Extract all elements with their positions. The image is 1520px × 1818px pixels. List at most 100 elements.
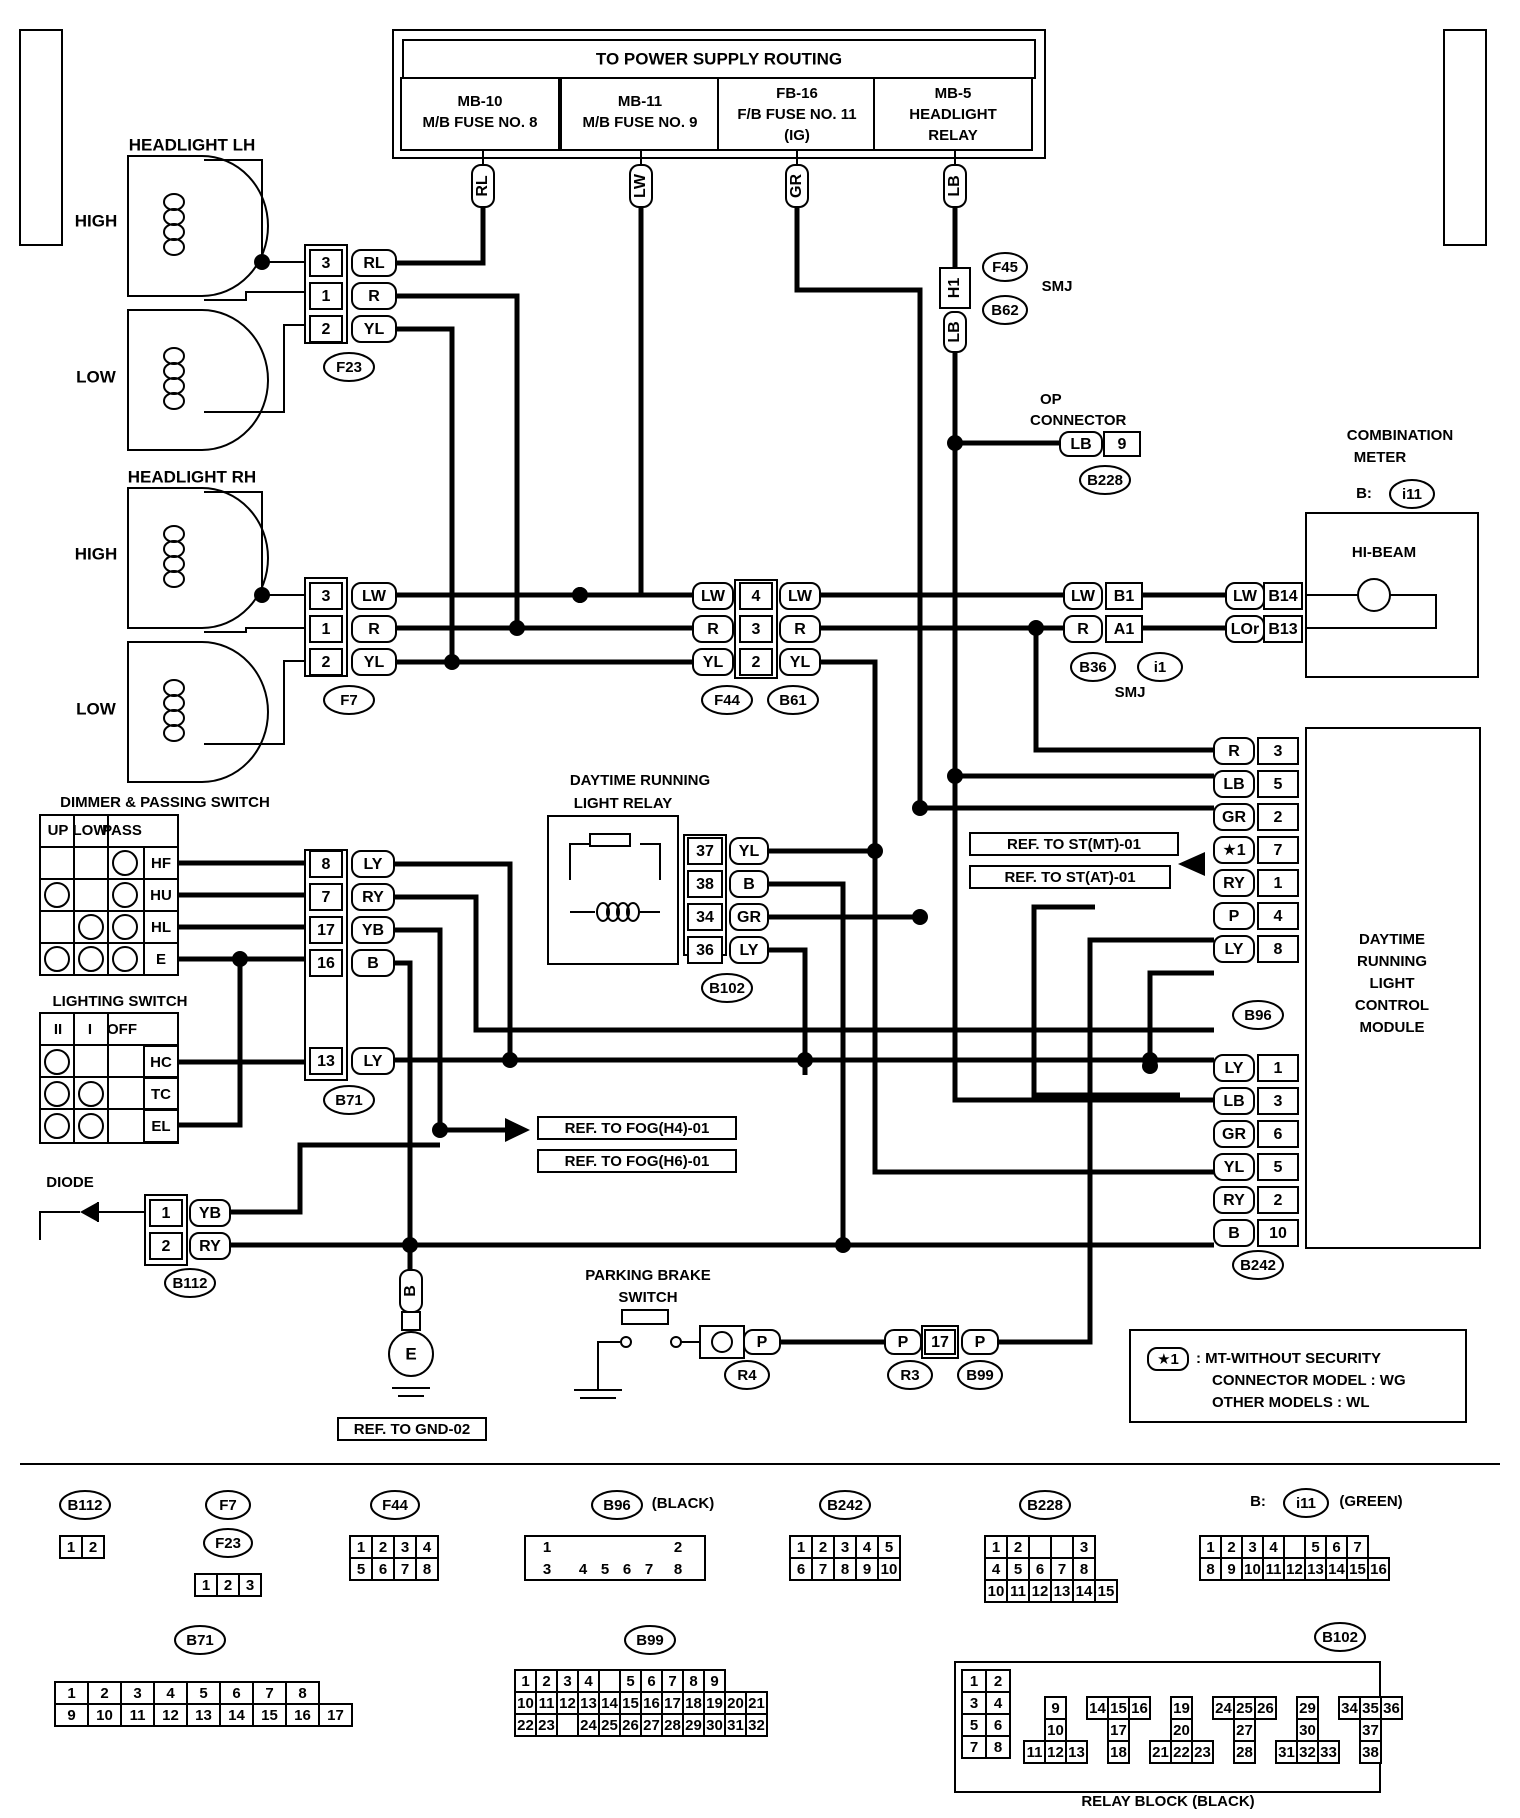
- b71-pin-13-box: [309, 1047, 343, 1075]
- junction-dot: [254, 254, 270, 270]
- gnd-conn: [401, 1311, 421, 1331]
- relay-block-row-3-pin-12: 12: [1047, 1744, 1064, 1761]
- b62-connector-oval: [982, 295, 1028, 325]
- b242-pin-3: 3: [1274, 1093, 1283, 1110]
- legend-b228-grid-pin-12: 12: [1032, 1583, 1049, 1600]
- b62-connector: B62: [991, 302, 1019, 319]
- b96-pin-8: 8: [1274, 941, 1283, 958]
- smj-mid-pin-B1: B1: [1114, 588, 1135, 605]
- legend-b228-grid-pin-4: 4: [992, 1561, 1001, 1578]
- power-cell-2-line-0: FB-16: [776, 85, 818, 102]
- relay-block-row-3-pin-28: 28: [1236, 1744, 1253, 1761]
- b102-ly: [768, 947, 808, 1075]
- b242-pin-10-box: [1257, 1219, 1299, 1247]
- b96-wire-GR-tag: [1213, 803, 1255, 831]
- relay-block-row-1-pin-16: 16: [1131, 1700, 1148, 1717]
- legend-b228-grid-pin-5: 5: [1014, 1561, 1022, 1578]
- op-connector-title-2: CONNECTOR: [1030, 412, 1127, 429]
- relay-block-row-3-pin-11: 11: [1027, 1744, 1043, 1761]
- f45-connector-oval: [982, 252, 1028, 282]
- b242-wire-3-tag: [1213, 1153, 1255, 1181]
- legend-b99-grid-pin-2: 2: [542, 1673, 550, 1690]
- legend-f44-grid-pin-7: 7: [401, 1561, 409, 1578]
- legend-i11-oval: [1283, 1488, 1329, 1518]
- junction-dot: [947, 768, 963, 784]
- legend-b71-grid-pin-6: 6: [232, 1685, 240, 1702]
- f7-connector: F7: [340, 692, 358, 709]
- legend-b99-grid-pin-25: 25: [601, 1717, 618, 1734]
- legend-b228-grid-pin-8: 8: [1080, 1561, 1088, 1578]
- legend-b71-grid-pin-4: 4: [166, 1685, 175, 1702]
- b99-connector-oval: [957, 1360, 1003, 1390]
- relay-block-row-3-pin-22: 22: [1173, 1744, 1190, 1761]
- relay-coil-icon: [606, 902, 620, 922]
- legend-i11-color: (GREEN): [1339, 1493, 1402, 1510]
- legend-b112-grid-cell: [81, 1535, 105, 1559]
- legend-f23: F23: [215, 1535, 241, 1552]
- legend-b228-grid-cell: [1050, 1535, 1074, 1559]
- headlight-lh-high-lamp-filament: [163, 208, 185, 226]
- b102-wire-1: B: [743, 876, 755, 893]
- legend-b99-grid-pin-16: 16: [643, 1695, 660, 1712]
- smj-mid-wire-0: LW: [1071, 588, 1096, 605]
- drl-relay-title-1: DAYTIME RUNNING: [570, 772, 710, 789]
- f7-wire-LW: LW: [362, 588, 387, 605]
- headlight-lh-high-lamp-filament: [163, 238, 185, 256]
- f23-wire-RL: RL: [363, 255, 385, 272]
- b96-pin-4: 4: [1274, 908, 1283, 925]
- legend-b99-grid-pin-22: 22: [517, 1717, 534, 1734]
- r3-connector-oval: [887, 1360, 933, 1390]
- parking-title-1: PARKING BRAKE: [585, 1267, 711, 1284]
- relay-block-left-pin-1: 1: [970, 1673, 978, 1690]
- note-box: [1129, 1329, 1467, 1423]
- junction-dot: [912, 800, 928, 816]
- relay-block-left-pin-2: 2: [994, 1673, 1002, 1690]
- b242-connector: B242: [1240, 1257, 1276, 1274]
- note-mark: ★1: [1157, 1351, 1179, 1368]
- relay-block-row-1-pin-19: 19: [1173, 1700, 1190, 1717]
- b112-pin-2-box: [149, 1232, 183, 1260]
- legend-f23-grid-pin-3: 3: [246, 1577, 254, 1594]
- diode-lead: [39, 1211, 80, 1240]
- legend-b99-grid-pin-27: 27: [643, 1717, 660, 1734]
- drl-relay-title-2: LIGHT RELAY: [574, 795, 673, 812]
- smj-mid-wire-1: R: [1077, 621, 1089, 638]
- b96-pin-2: 2: [1274, 809, 1283, 826]
- headlight-rh-high-lamp-filament: [163, 540, 185, 558]
- b71-connector: B71: [335, 1092, 363, 1109]
- power-wire-label-0: RL: [474, 175, 491, 197]
- junction-dot: [867, 843, 883, 859]
- legend-b99-grid-cell: [598, 1669, 621, 1693]
- b242-connector-oval: [1232, 1250, 1284, 1280]
- b242-pin-10: 10: [1269, 1225, 1287, 1242]
- relay-block-left-pin-6: 6: [994, 1717, 1002, 1734]
- note-mark-tag: [1147, 1347, 1189, 1371]
- relay-block-row-3-cell: [1191, 1740, 1214, 1764]
- power-cell-3-line-1: HEADLIGHT: [909, 106, 997, 123]
- b61-right-wire-2: YL: [790, 654, 811, 671]
- relay-block-row-3-cell: [1359, 1740, 1382, 1764]
- r4-connector: R4: [737, 1367, 757, 1384]
- b71-pin-16-box: [309, 949, 343, 977]
- legend-b99-grid-pin-17: 17: [664, 1695, 681, 1712]
- f44-pin-3-box: [739, 615, 773, 643]
- legend-b99-grid-pin-15: 15: [622, 1695, 639, 1712]
- power-cell-3: [873, 77, 1033, 151]
- b242-wire-2-tag: [1213, 1120, 1255, 1148]
- ref-st-mt: REF. TO ST(MT)-01: [1007, 836, 1141, 853]
- legend-b99-grid-pin-14: 14: [601, 1695, 618, 1712]
- meter-pin-B13-box: [1263, 615, 1303, 643]
- op-wire: LB: [1070, 436, 1091, 453]
- legend-b96-pin-7: 7: [645, 1561, 653, 1578]
- headlight-rh-title: HEADLIGHT RH: [128, 467, 256, 486]
- b242-pin-3-box: [1257, 1087, 1299, 1115]
- headlight-rh-high-lamp-filament: [163, 555, 185, 573]
- legend-b96-pin-2: 2: [674, 1539, 682, 1556]
- ref-arrow-icon: [1178, 852, 1205, 876]
- legend-b99: B99: [636, 1632, 664, 1649]
- legend-b96-oval: [591, 1490, 643, 1520]
- power-cell-0-line-1: M/B FUSE NO. 8: [422, 114, 537, 131]
- page-tab-right: [1443, 29, 1487, 246]
- legend-b112-oval: [59, 1490, 111, 1520]
- drl-module-title-1: RUNNING: [1357, 953, 1427, 970]
